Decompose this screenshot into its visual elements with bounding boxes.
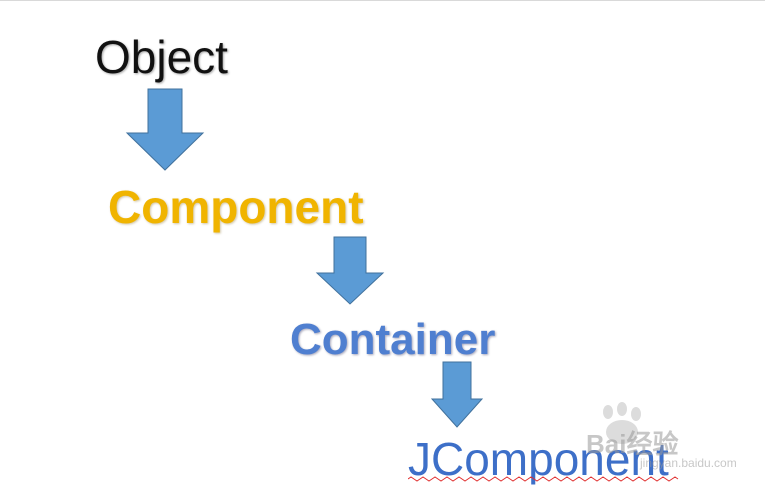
node-jcomponent: JComponent (408, 433, 669, 485)
spellcheck-underline (408, 476, 679, 482)
watermark-text: Bai经验 (586, 429, 679, 459)
watermark-url: jingyan.baidu.com (640, 456, 737, 470)
node-object: Object (95, 31, 228, 83)
node-container: Container (290, 315, 496, 364)
node-component: Component (108, 181, 364, 233)
arrow-down-icon (430, 361, 484, 428)
paw-logo-icon (603, 402, 641, 444)
arrow-down-icon (315, 236, 385, 305)
arrow-down-icon (125, 88, 205, 171)
top-divider (0, 0, 765, 1)
